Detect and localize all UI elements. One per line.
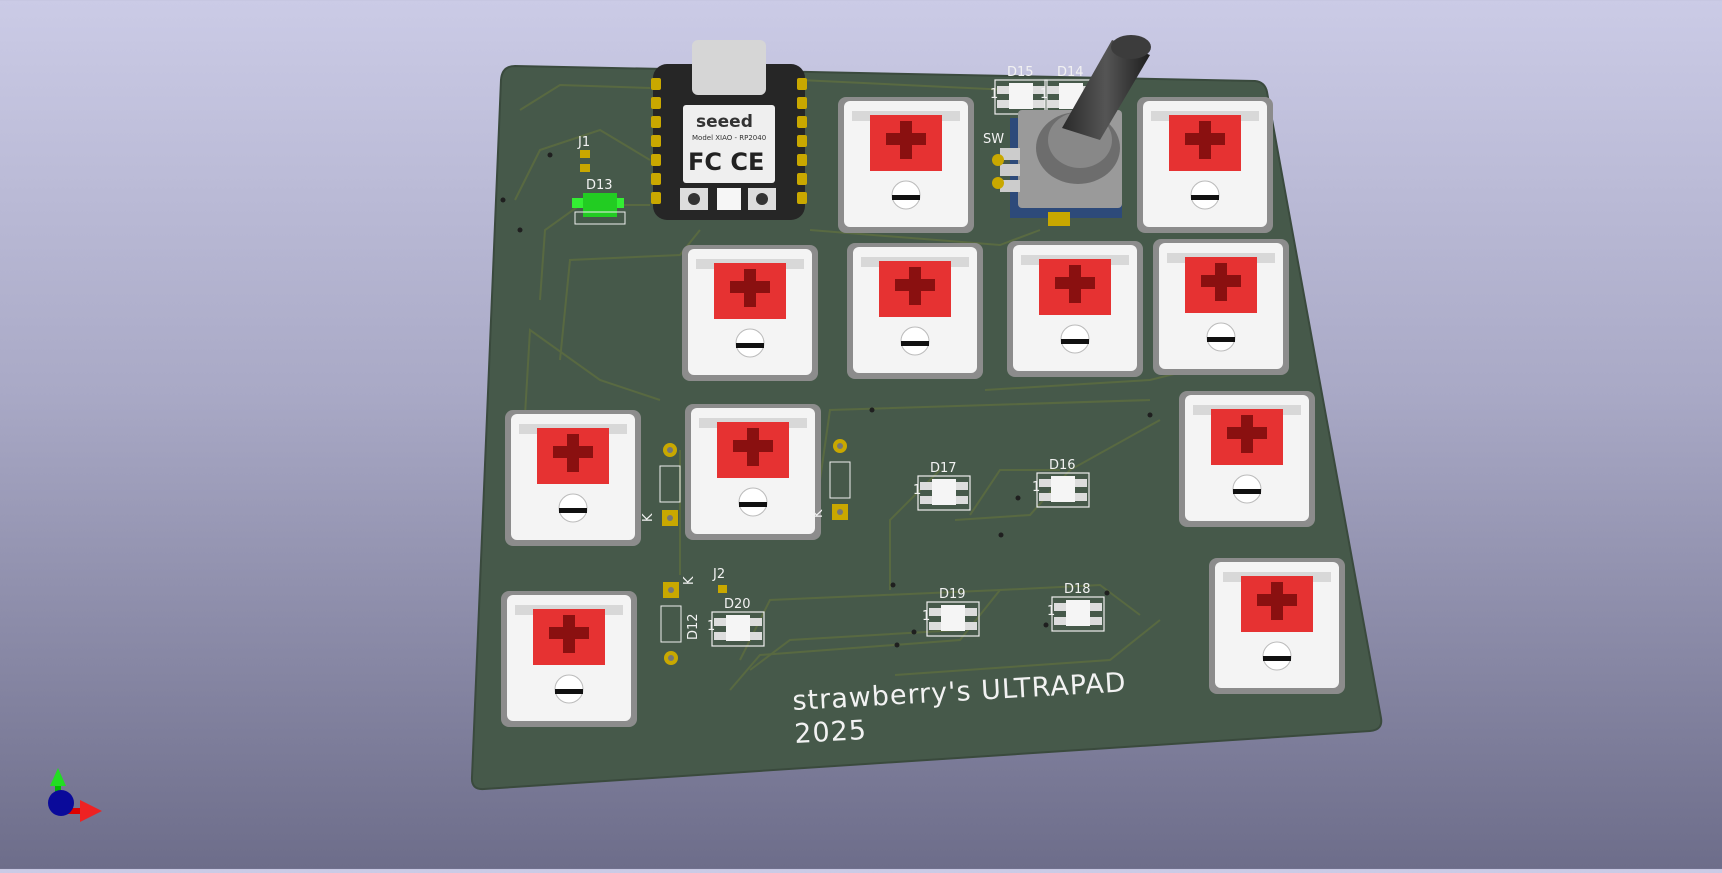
j1-pad [580, 164, 590, 172]
tht-diode [659, 443, 681, 526]
k-label: K [682, 576, 697, 585]
tht-diodes [659, 439, 851, 665]
z-axis-sphere-icon [48, 790, 74, 816]
led-d15: D15 1 [990, 65, 1048, 115]
key-switches [501, 97, 1345, 727]
key-switch [505, 410, 641, 546]
ref-d19: D19 [939, 587, 966, 602]
key-switch [1137, 97, 1273, 233]
pin1-marker: 1 [922, 609, 930, 624]
ref-d14: D14 [1057, 65, 1084, 80]
x-axis-arrow-icon [62, 800, 102, 822]
ref-d17: D17 [930, 461, 957, 476]
led-d13-lit [572, 193, 626, 225]
mcu-brand: seeed [696, 112, 753, 132]
key-switch [1179, 391, 1315, 527]
led-d18: D18 1 [1047, 582, 1105, 632]
pin1-marker: 1 [990, 87, 998, 102]
copper-traces [514, 79, 1231, 691]
pin1-marker: 1 [1040, 87, 1048, 102]
k-label: K [811, 509, 826, 518]
k-label: K [641, 513, 656, 522]
ref-d13: D13 [586, 178, 613, 193]
encoder-knob-shaft [1062, 40, 1150, 140]
key-switch [1153, 239, 1289, 375]
y-axis-arrow-icon [50, 768, 66, 795]
pin1-marker: 1 [913, 483, 921, 498]
pin1-marker: 1 [1032, 480, 1040, 495]
pin1-marker: 1 [707, 619, 715, 634]
ref-d20: D20 [724, 597, 751, 612]
usb-c-connector [692, 40, 766, 95]
ref-j1: J1 [577, 135, 590, 150]
rotary-encoder: SW [983, 35, 1151, 226]
ref-j2: J2 [712, 567, 725, 582]
j1-pad [580, 150, 590, 158]
ref-d12: D12 [686, 613, 701, 640]
led-d19: D19 1 [922, 587, 980, 637]
led-d20: D20 1 [707, 597, 765, 647]
key-switch [1007, 241, 1143, 377]
key-switch [501, 591, 637, 727]
key-switch [838, 97, 974, 233]
j2-pad [718, 585, 727, 593]
board-year-silkscreen: 2025 [794, 715, 868, 750]
mcu-cert-marks: FC CE [688, 148, 764, 176]
axis-orientation-gizmo [48, 768, 102, 822]
key-switch [685, 404, 821, 540]
ref-d16: D16 [1049, 458, 1076, 473]
led-d17: D17 1 [913, 461, 971, 511]
ref-sw: SW [983, 132, 1004, 147]
tht-diode [660, 582, 682, 665]
mcu-model: Model XIAO - RP2040 [692, 134, 766, 142]
ref-d18: D18 [1064, 582, 1091, 597]
ref-d15: D15 [1007, 65, 1034, 80]
led-d16: D16 1 [1032, 458, 1090, 508]
key-switch [682, 245, 818, 381]
tht-diode [829, 439, 851, 520]
key-switch [847, 243, 983, 379]
vias [500, 152, 1153, 648]
key-switch [1209, 558, 1345, 694]
xiao-rp2040-module: seeed Model XIAO - RP2040 FC CE [651, 40, 807, 220]
pin1-marker: 1 [1047, 604, 1055, 619]
